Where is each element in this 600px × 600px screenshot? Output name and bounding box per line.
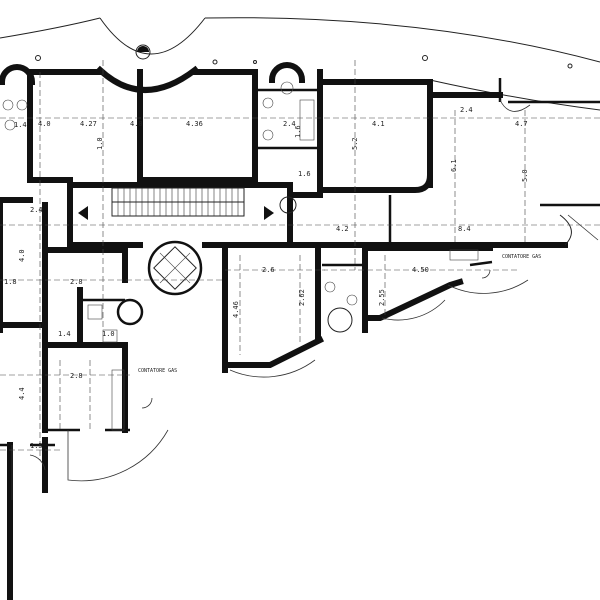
staircase bbox=[111, 187, 245, 217]
dim-446: 4.46 bbox=[232, 301, 240, 318]
gas-meter-label-b: CONTATORE GAS bbox=[502, 254, 541, 260]
dim-24b: 2.4 bbox=[460, 106, 473, 114]
dim-28b: 2.8 bbox=[70, 372, 83, 380]
dim-10: 1.0 bbox=[96, 137, 104, 150]
dim-50: 5.0 bbox=[521, 169, 529, 182]
dim-10b: 1.0 bbox=[102, 330, 115, 338]
dim-15: 1.5 bbox=[30, 442, 43, 450]
dimension-labels: 4.27 4.36 4.0 4.0 2.4 4.1 2.4 4.7 2.4 4.… bbox=[4, 106, 529, 450]
dim-52: 5.2 bbox=[351, 137, 359, 150]
main-walls bbox=[0, 69, 600, 600]
dim-41: 4.1 bbox=[372, 120, 385, 128]
dim-436: 4.36 bbox=[186, 120, 203, 128]
outer-site-curves bbox=[0, 17, 600, 111]
dim-450: 4.50 bbox=[412, 266, 429, 274]
dim-84: 8.4 bbox=[458, 225, 471, 233]
octagon-stair-tower bbox=[147, 240, 203, 296]
dim-26: 2.6 bbox=[262, 266, 275, 274]
dim-44: 4.4 bbox=[18, 387, 26, 400]
dim-18: 1.8 bbox=[4, 278, 17, 286]
dim-16: 1.6 bbox=[298, 170, 311, 178]
gas-meter-labels: CONTATORE GAS CONTATORE GAS bbox=[138, 254, 541, 374]
dim-427: 4.27 bbox=[80, 120, 97, 128]
gas-meter-label-a: CONTATORE GAS bbox=[138, 368, 177, 374]
dim-42: 4.2 bbox=[336, 225, 349, 233]
dim-16b: 1.6 bbox=[294, 125, 302, 138]
dim-40c: 4.0 bbox=[18, 249, 26, 262]
door-swings bbox=[11, 99, 599, 500]
dim-61: 6.1 bbox=[450, 159, 458, 172]
dim-255: 2.55 bbox=[378, 289, 386, 306]
round-rooms bbox=[0, 62, 479, 431]
dim-24c: 2.4 bbox=[30, 206, 43, 214]
dim-14b: 1.4 bbox=[58, 330, 71, 338]
corridor-arrows bbox=[78, 206, 274, 220]
dim-262: 2.62 bbox=[298, 289, 306, 306]
dim-40b: 4.0 bbox=[130, 120, 143, 128]
dim-47: 4.7 bbox=[515, 120, 528, 128]
dim-24a: 2.4 bbox=[283, 120, 296, 128]
dimension-lines bbox=[0, 60, 600, 460]
entrance-bay bbox=[95, 44, 200, 93]
dim-14: 1.4 bbox=[14, 121, 27, 129]
small-swings bbox=[141, 269, 491, 409]
dim-40a: 4.0 bbox=[38, 120, 51, 128]
axis-markers bbox=[35, 55, 573, 69]
dim-28a: 2.8 bbox=[70, 278, 83, 286]
